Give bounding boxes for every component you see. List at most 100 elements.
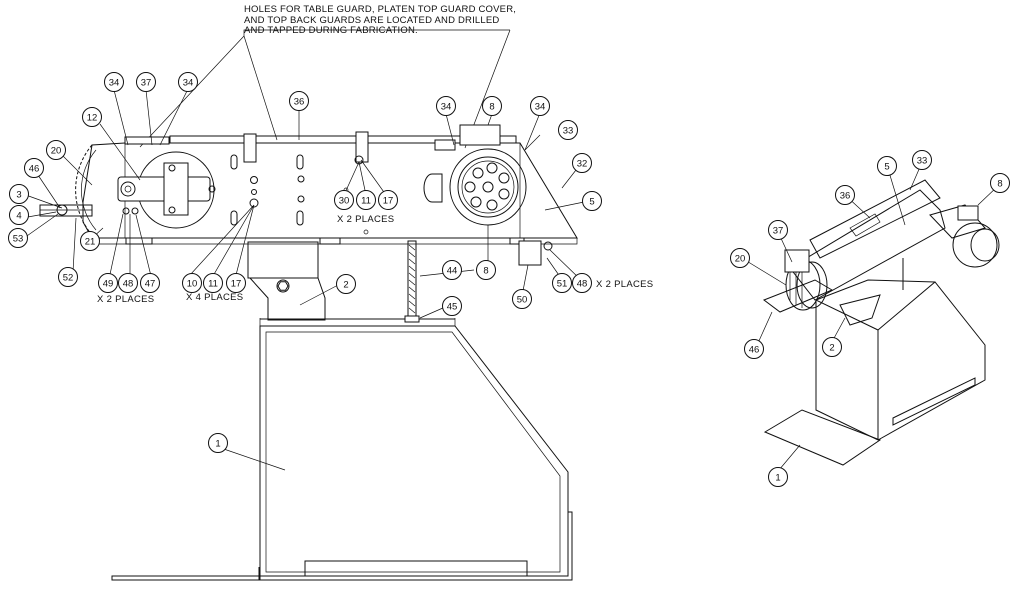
- item-balloon: 34: [530, 96, 550, 116]
- item-balloon: 37: [768, 220, 788, 240]
- balloon-circle: [178, 72, 198, 92]
- item-balloon: 49: [98, 273, 118, 293]
- item-balloon: 3: [9, 184, 29, 204]
- front-view: [21, 29, 585, 581]
- balloon-circle: [990, 173, 1010, 193]
- qty-note-x2-right: X 2 PLACES: [596, 279, 653, 290]
- item-balloon: 11: [356, 190, 376, 210]
- balloon-number: 17: [383, 196, 394, 207]
- note-line-2: AND TOP BACK GUARDS ARE LOCATED AND DRIL…: [244, 14, 500, 26]
- balloon-number: 30: [339, 196, 350, 207]
- iso-view: [744, 166, 1000, 471]
- note-line-1: HOLES FOR TABLE GUARD, PLATEN TOP GUARD …: [244, 4, 517, 15]
- balloon-circle: [98, 273, 118, 293]
- balloon-circle: [378, 190, 398, 210]
- balloon-number: 46: [29, 164, 40, 175]
- balloon-circle: [768, 220, 788, 240]
- balloon-number: 2: [343, 280, 348, 291]
- balloon-number: 11: [361, 196, 371, 207]
- balloon-circle: [80, 231, 100, 251]
- balloon-circle: [768, 467, 788, 487]
- item-balloon: 33: [558, 120, 578, 140]
- balloon-number: 51: [557, 279, 568, 290]
- balloon-number: 2: [829, 343, 834, 354]
- balloon-number: 49: [103, 279, 114, 290]
- balloon-number: 11: [208, 279, 218, 290]
- leader-lines: [21, 88, 585, 471]
- balloon-number: 5: [589, 197, 594, 208]
- balloon-number: 48: [577, 279, 588, 290]
- item-balloon: 36: [289, 91, 309, 111]
- balloon-number: 52: [63, 273, 74, 284]
- balloon-number: 36: [840, 191, 851, 202]
- item-balloon: 32: [572, 153, 592, 173]
- balloon-circle: [582, 191, 602, 211]
- balloon-circle: [140, 273, 160, 293]
- item-balloon: 10: [182, 273, 202, 293]
- balloon-number: 48: [123, 279, 134, 290]
- item-balloon: 1: [768, 467, 788, 487]
- qty-note-x4: X 4 PLACES: [186, 292, 243, 303]
- mount-bracket: [247, 241, 319, 279]
- item-balloon: 8: [990, 173, 1010, 193]
- balloon-number: 37: [773, 226, 784, 237]
- balloon-circle: [512, 289, 532, 309]
- balloon-number: 5: [884, 162, 889, 173]
- item-balloon: 45: [442, 296, 462, 316]
- balloon-circle: [203, 273, 223, 293]
- balloon-circle: [822, 337, 842, 357]
- balloon-circle: [877, 156, 897, 176]
- balloon-number: 45: [447, 302, 458, 313]
- item-balloon: 20: [46, 140, 66, 160]
- balloon-number: 33: [917, 156, 928, 167]
- item-balloon: 2: [336, 274, 356, 294]
- balloon-number: 17: [231, 279, 242, 290]
- balloon-circle: [436, 96, 456, 116]
- item-balloon: 12: [82, 107, 102, 127]
- balloon-circle: [24, 158, 44, 178]
- item-balloon: 5: [877, 156, 897, 176]
- qty-note-x2-left: X 2 PLACES: [97, 294, 154, 305]
- balloon-number: 21: [85, 237, 96, 248]
- balloon-circle: [58, 267, 78, 287]
- balloon-number: 53: [13, 234, 24, 245]
- item-balloon: 21: [80, 231, 100, 251]
- item-balloon: 50: [512, 289, 532, 309]
- qty-note-x2-center: X 2 PLACES: [337, 214, 394, 225]
- balloon-number: 1: [215, 439, 220, 450]
- balloon-circle: [9, 184, 29, 204]
- item-balloon: 4: [9, 205, 29, 225]
- balloon-circle: [558, 120, 578, 140]
- note-line-3: AND TAPPED DURING FABRICATION.: [244, 25, 418, 36]
- balloon-number: 32: [577, 159, 588, 170]
- balloon-circle: [476, 260, 496, 280]
- balloon-circle: [226, 273, 246, 293]
- balloon-circle: [334, 190, 354, 210]
- balloon-circle: [552, 273, 572, 293]
- item-balloon: 17: [226, 273, 246, 293]
- item-balloon: 46: [744, 339, 764, 359]
- item-balloon: 37: [136, 72, 156, 92]
- balloon-number: 34: [535, 102, 546, 113]
- item-balloon: 8: [476, 260, 496, 280]
- balloon-number: 34: [441, 102, 452, 113]
- item-balloon: 2: [822, 337, 842, 357]
- balloon-circle: [46, 140, 66, 160]
- balloon-number: 8: [997, 179, 1002, 190]
- balloon-circle: [744, 339, 764, 359]
- item-balloon: 48: [118, 273, 138, 293]
- item-balloon: 30: [334, 190, 354, 210]
- balloon-number: 3: [16, 190, 21, 201]
- drive-wheel: [39, 144, 216, 236]
- item-balloon: 48: [572, 273, 592, 293]
- item-balloon: 46: [24, 158, 44, 178]
- balloon-circle: [136, 72, 156, 92]
- balloon-circle: [104, 72, 124, 92]
- item-balloon: 44: [442, 260, 462, 280]
- base-cabinet: [111, 318, 573, 581]
- item-balloon: 34: [436, 96, 456, 116]
- balloon-circle: [730, 248, 750, 268]
- item-balloon: 11: [203, 273, 223, 293]
